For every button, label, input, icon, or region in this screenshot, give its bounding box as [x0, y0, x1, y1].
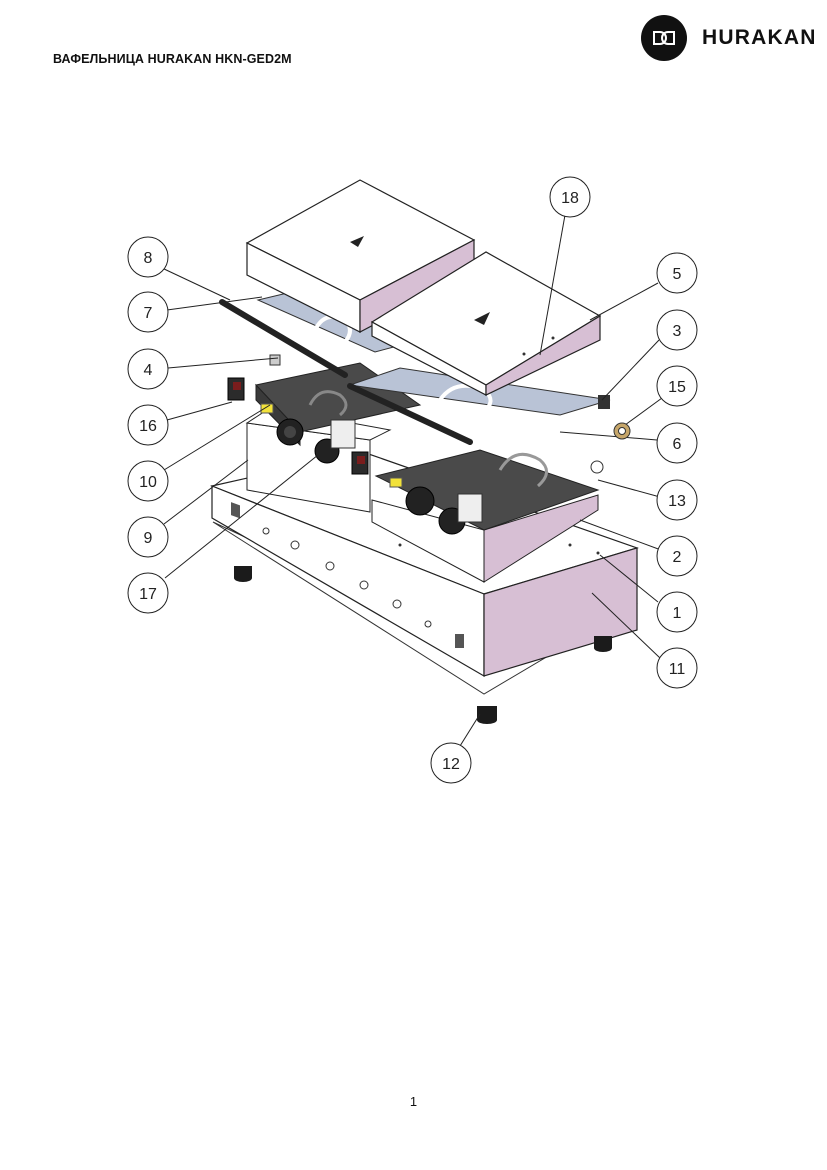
right-lower-frame	[371, 449, 604, 583]
callout-3: 3	[656, 309, 698, 351]
callout-6: 6	[656, 422, 698, 464]
callout-12: 12	[430, 742, 472, 784]
svg-text:11: 11	[669, 661, 686, 678]
svg-text:3: 3	[673, 323, 682, 340]
callout-15: 15	[656, 365, 698, 407]
svg-text:18: 18	[561, 190, 579, 207]
svg-text:13: 13	[668, 493, 686, 510]
svg-text:4: 4	[144, 362, 153, 379]
callout-2: 2	[656, 535, 698, 577]
callout-8: 8	[127, 236, 169, 278]
callout-4: 4	[127, 348, 169, 390]
brand-logo: HURAKAN	[641, 15, 821, 63]
svg-text:9: 9	[144, 530, 153, 547]
svg-text:8: 8	[144, 250, 153, 267]
left-lid	[245, 179, 476, 333]
document-title: ВАФЕЛЬНИЦА HURAKAN HKN-GED2M	[53, 52, 292, 66]
brand-name: HURAKAN	[702, 26, 817, 49]
callout-5: 5	[656, 252, 698, 294]
hurakan-infinity-logo-icon	[641, 15, 687, 61]
callout-bubbles: 8 7 4 16 10 9 17 18	[127, 176, 698, 784]
right-lid	[370, 251, 602, 396]
svg-text:1: 1	[673, 605, 682, 622]
svg-text:15: 15	[668, 379, 686, 396]
callout-10: 10	[127, 460, 169, 502]
svg-text:12: 12	[442, 756, 460, 773]
svg-text:2: 2	[673, 549, 682, 566]
callout-16: 16	[127, 404, 169, 446]
rubber-feet	[234, 566, 612, 724]
callout-11: 11	[656, 647, 698, 689]
callout-9: 9	[127, 516, 169, 558]
left-lower-frame	[227, 362, 422, 513]
svg-text:7: 7	[144, 305, 153, 322]
leader-lines	[161, 214, 663, 747]
svg-text:6: 6	[673, 436, 682, 453]
handle-bars	[219, 299, 473, 445]
callout-17: 17	[127, 572, 169, 614]
callout-1: 1	[656, 591, 698, 633]
page-number: 1	[409, 1094, 418, 1109]
svg-text:17: 17	[139, 586, 157, 603]
callout-18: 18	[549, 176, 591, 218]
svg-text:5: 5	[673, 266, 682, 283]
callout-13: 13	[656, 479, 698, 521]
callout-7: 7	[127, 291, 169, 333]
svg-text:10: 10	[139, 474, 157, 491]
svg-text:16: 16	[139, 418, 157, 435]
connector-part	[613, 422, 631, 440]
